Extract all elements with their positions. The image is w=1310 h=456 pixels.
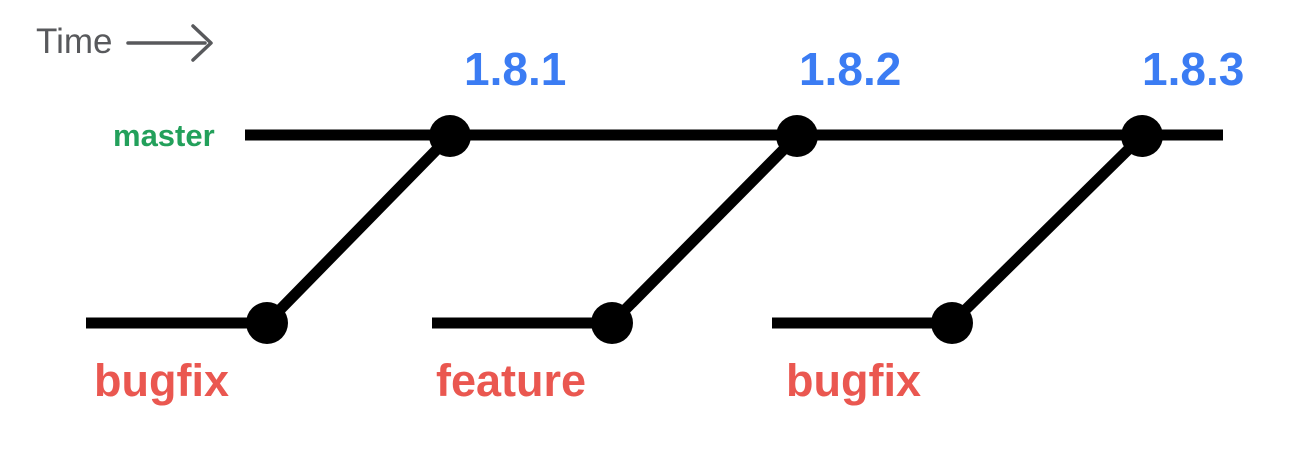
release-tag-1.8.3: 1.8.3 — [1142, 43, 1245, 95]
branch-label-bugfix-2: bugfix — [786, 355, 921, 406]
right-arrow-icon — [126, 24, 213, 62]
commit-dot-release-2 — [776, 115, 818, 157]
time-axis-label: Time — [36, 22, 113, 61]
release-tag-1.8.1: 1.8.1 — [464, 43, 567, 95]
merge-line-bugfix-2 — [948, 132, 1146, 327]
master-branch-label: master — [113, 118, 215, 153]
merge-line-feature — [608, 132, 801, 327]
commit-dot-bugfix-2 — [931, 302, 973, 344]
commit-dot-feature — [591, 302, 633, 344]
commit-dot-release-1 — [429, 115, 471, 157]
merge-line-bugfix-1 — [263, 132, 454, 327]
branch-label-feature: feature — [436, 355, 587, 406]
commit-dot-bugfix-1 — [246, 302, 288, 344]
branch-label-bugfix-1: bugfix — [94, 355, 229, 406]
commit-dot-release-3 — [1121, 115, 1163, 157]
release-tag-1.8.2: 1.8.2 — [799, 43, 902, 95]
